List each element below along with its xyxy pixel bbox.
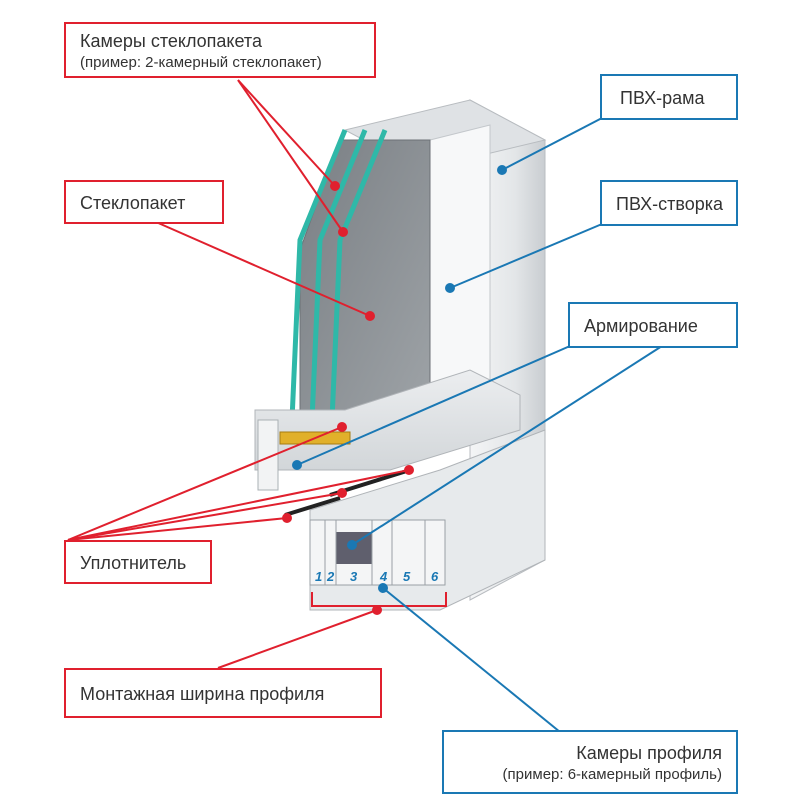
label-mount-width: Монтажная ширина профиля [64,668,382,718]
glass-sheets [289,129,388,421]
chamber-number-6: 6 [431,569,439,584]
red-dots [282,181,414,615]
chamber-number-5: 5 [403,569,411,584]
label-seal-title: Уплотнитель [80,553,187,573]
label-glass-chambers: Камеры стеклопакета (пример: 2-камерный … [64,22,376,78]
label-seal: Уплотнитель [64,540,212,584]
label-reinforcement: Армирование [568,302,738,348]
blue-leaders [296,117,663,733]
label-pvc-sash-title: ПВХ-створка [616,194,724,214]
label-reinforcement-title: Армирование [584,316,698,336]
label-glass-unit: Стеклопакет [64,180,224,224]
label-glass-unit-title: Стеклопакет [80,193,186,213]
label-profile-chambers-subtitle: (пример: 6-камерный профиль) [502,766,722,783]
red-leaders [67,79,410,669]
chamber-number-3: 3 [350,569,358,584]
chamber-number-4: 4 [379,569,388,584]
blue-dots [292,165,507,593]
label-profile-chambers-title: Камеры профиля [576,743,722,763]
label-glass-chambers-title: Камеры стеклопакета [80,31,262,51]
label-pvc-frame-title: ПВХ-рама [620,88,705,108]
label-pvc-frame: ПВХ-рама [600,74,738,120]
chamber-number-2: 2 [326,569,335,584]
label-profile-chambers: Камеры профиля (пример: 6-камерный профи… [442,730,738,794]
label-glass-chambers-subtitle: (пример: 2-камерный стеклопакет) [80,54,322,71]
frame-profile-section [309,429,546,611]
label-pvc-sash: ПВХ-створка [600,180,738,226]
chamber-number-1: 1 [315,569,322,584]
chamber-numbers: 1 2 3 4 5 6 [315,569,439,584]
label-mount-width-title: Монтажная ширина профиля [80,684,325,704]
sash-profile-section [254,369,521,491]
